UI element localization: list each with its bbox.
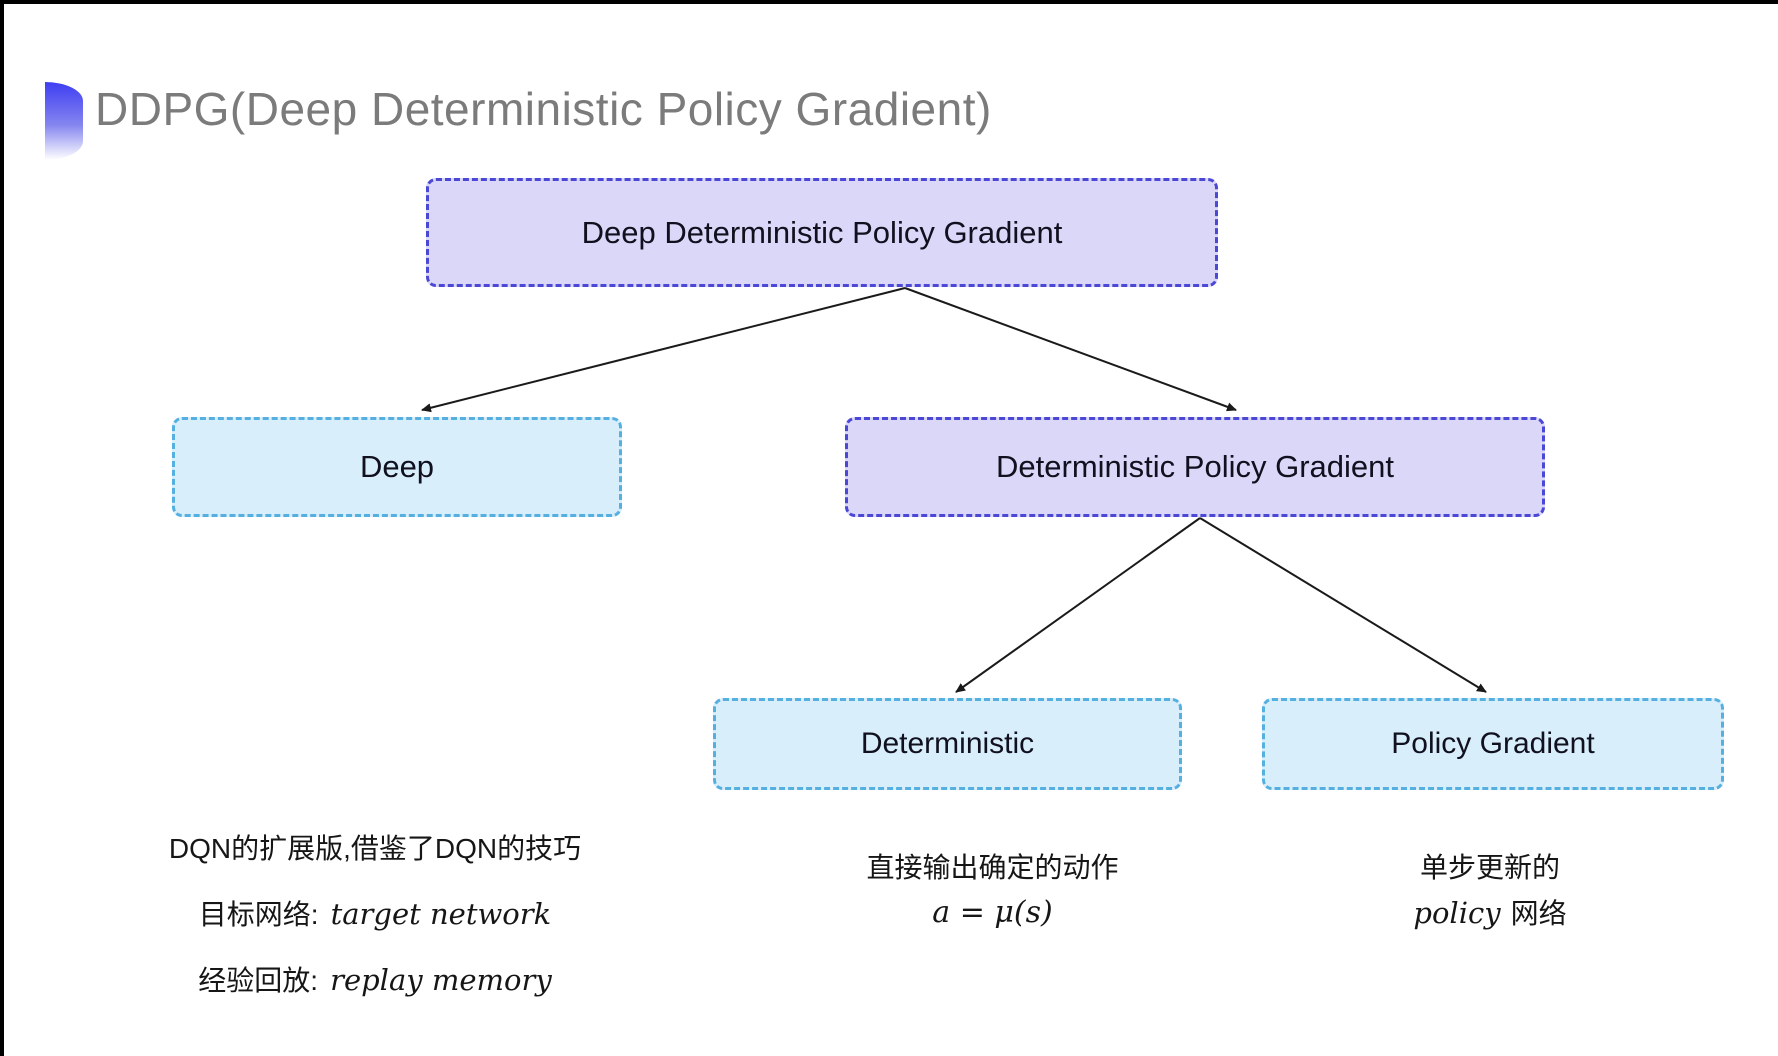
arrow-root-to-dpg [904, 287, 1237, 412]
window-left-border [0, 0, 4, 1056]
target-network-term: target network [330, 897, 552, 931]
deterministic-annotation: 直接输出确定的动作 a = μ(s) [760, 851, 1225, 941]
arrow-dpg-to-deterministic [955, 517, 1201, 693]
arrow-root-to-deep [421, 287, 906, 413]
page-title: DDPG(Deep Deterministic Policy Gradient) [95, 83, 992, 135]
arrow-dpg-to-policy-gradient [1199, 517, 1487, 693]
replay-memory-term: replay memory [330, 963, 552, 997]
node-label: Deep [359, 449, 435, 484]
deterministic-annotation-line1: 直接输出确定的动作 [866, 852, 1119, 883]
deep-annotation-line2: 目标网络: target network [120, 897, 630, 932]
node-label: Deep Deterministic Policy Gradient [581, 214, 1063, 250]
deterministic-annotation-formula: a = μ(s) [932, 895, 1053, 930]
window-top-border [0, 0, 1778, 4]
node-policy-gradient: Policy Gradient [1262, 698, 1724, 790]
title-bullet-icon [45, 82, 83, 160]
node-deep-deterministic-policy-gradient: Deep Deterministic Policy Gradient [426, 178, 1218, 287]
deep-annotation: DQN的扩展版,借鉴了DQN的技巧 目标网络: target network 经验… [120, 832, 630, 1029]
node-label: Deterministic Policy Gradient [996, 449, 1394, 484]
policy-gradient-annotation-line1: 单步更新的 [1419, 852, 1560, 883]
target-network-label: 目标网络: [198, 899, 319, 930]
node-deep: Deep [172, 417, 622, 517]
policy-suffix: 网络 [1510, 898, 1567, 929]
node-deterministic: Deterministic [713, 698, 1182, 790]
node-deterministic-policy-gradient: Deterministic Policy Gradient [845, 417, 1545, 517]
replay-memory-label: 经验回放: [198, 965, 319, 996]
policy-term: policy [1413, 896, 1501, 930]
policy-gradient-annotation: 单步更新的 policy 网络 [1290, 851, 1690, 942]
policy-gradient-annotation-line2: policy 网络 [1290, 896, 1690, 931]
node-label: Deterministic [860, 727, 1035, 760]
deep-annotation-line3: 经验回放: replay memory [120, 963, 630, 998]
deep-annotation-line1: DQN的扩展版,借鉴了DQN的技巧 [168, 833, 582, 864]
node-label: Policy Gradient [1391, 727, 1595, 760]
